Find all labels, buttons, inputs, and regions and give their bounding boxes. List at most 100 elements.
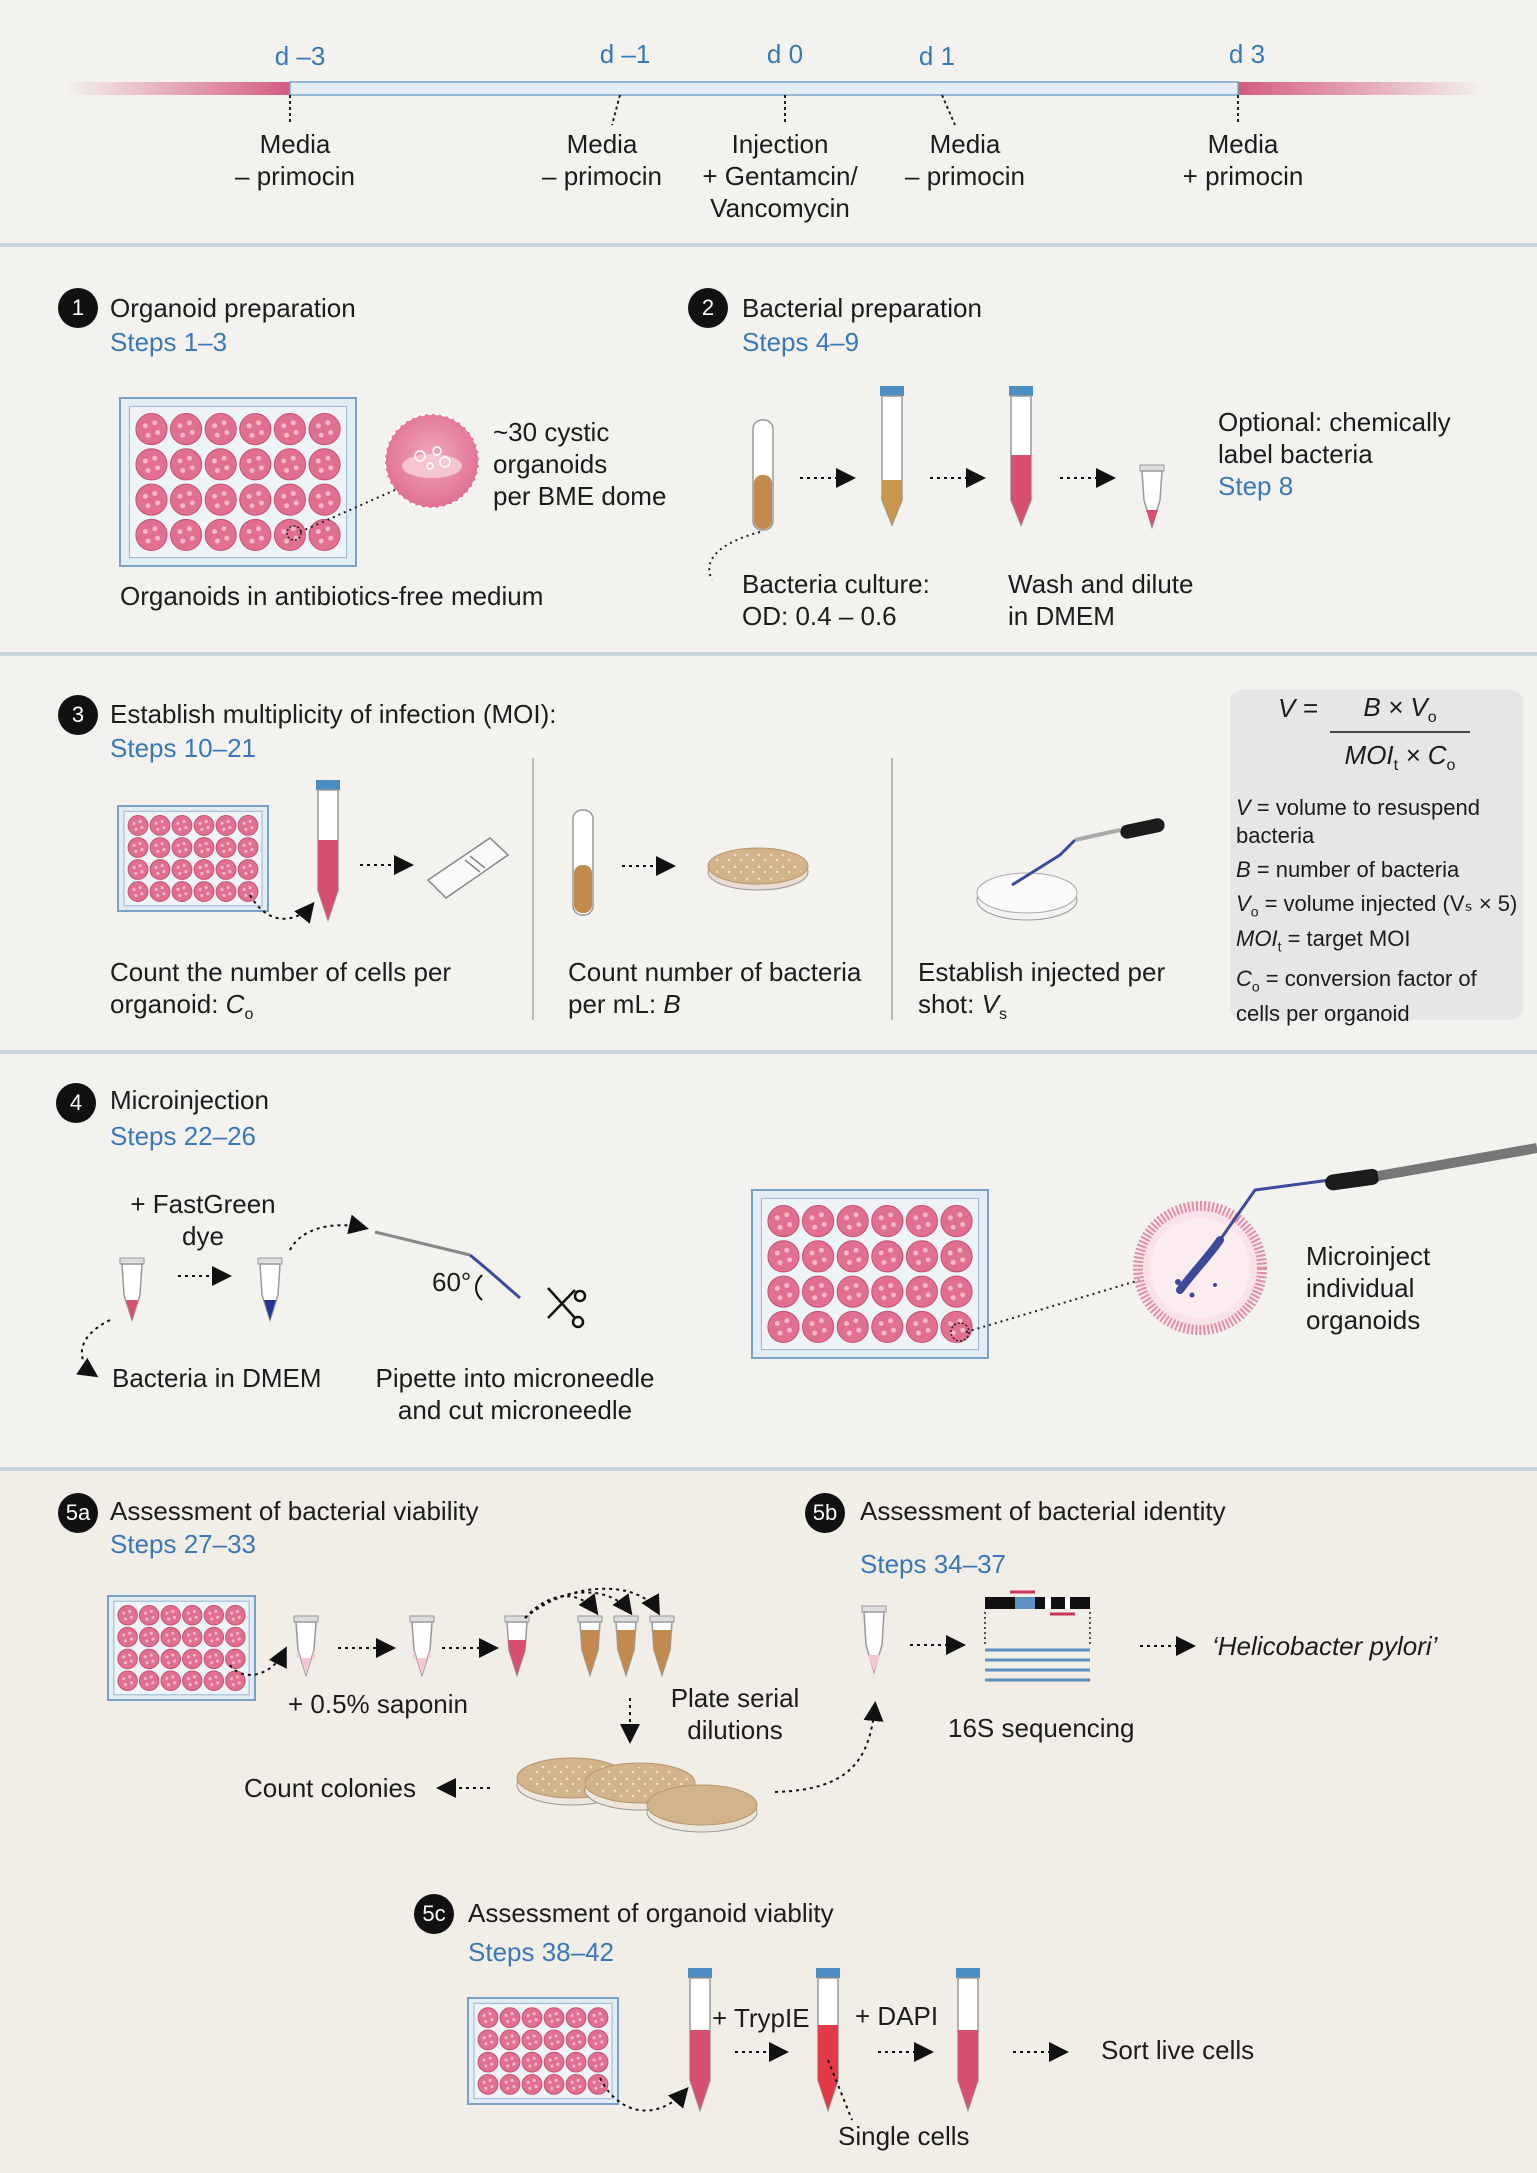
day-label: d 0: [766, 39, 804, 69]
steps-link[interactable]: Steps 22–26: [110, 1121, 257, 1151]
well: [767, 1205, 800, 1238]
saponin-label: + 0.5% saponin: [288, 1689, 468, 1719]
well: [160, 1626, 181, 1648]
well: [802, 1205, 835, 1238]
well: [477, 2007, 499, 2029]
well: [138, 1648, 160, 1670]
well: [239, 448, 272, 481]
well: [149, 815, 171, 836]
well: [499, 2073, 521, 2095]
formula-numerator: B × Vo: [1363, 692, 1437, 727]
well: [871, 1240, 904, 1273]
well: [182, 1605, 203, 1626]
formula-box: [1230, 690, 1523, 1020]
section-title: Bacterial preparation: [742, 293, 982, 323]
well: [171, 859, 193, 880]
tube-row-s5a: [293, 1615, 675, 1678]
well: [135, 413, 168, 446]
sequencing-label: 16S sequencing: [948, 1713, 1135, 1743]
well: [237, 859, 259, 880]
section-title: Assessment of bacterial viability: [110, 1496, 479, 1526]
well: [587, 2073, 609, 2095]
angle-label: 60°: [432, 1267, 472, 1297]
well: [802, 1310, 835, 1343]
well: [940, 1205, 973, 1238]
well: [225, 1605, 246, 1626]
day-label: d 3: [1228, 39, 1266, 69]
well: [193, 859, 215, 880]
well: [149, 881, 171, 902]
well: [521, 2029, 543, 2051]
sequencing-icon: [984, 1590, 1196, 1682]
tube-dye-s4: [257, 1214, 369, 1323]
timeline-event: Media+ primocin: [1182, 129, 1304, 191]
bacteria-dmem-label: Bacteria in DMEM: [112, 1363, 322, 1393]
well: [587, 2007, 609, 2029]
steps-link[interactable]: Steps 4–9: [742, 327, 860, 357]
day-label: d –3: [274, 41, 326, 71]
well: [204, 448, 237, 481]
well: [117, 1605, 138, 1626]
well: [171, 815, 193, 836]
well: [871, 1205, 904, 1238]
well: [215, 859, 237, 880]
formula-lhs: V =: [1278, 693, 1318, 723]
timeline-event: Media– primocin: [905, 129, 1025, 191]
well: [193, 815, 215, 836]
count-colonies-label: Count colonies: [244, 1773, 416, 1803]
section-title: Establish multiplicity of infection (MOI…: [110, 699, 557, 729]
well: [127, 859, 149, 880]
bacteria-count-label: Count number of bacteria per mL: B: [568, 957, 862, 1019]
step-badge: 5b: [805, 1493, 845, 1533]
injected-label: Establish injected per shot: Vs: [918, 957, 1166, 1024]
well: [836, 1310, 869, 1343]
well: [499, 2007, 521, 2029]
step-badge: 5a: [58, 1493, 98, 1533]
well: [193, 881, 215, 902]
well: [905, 1310, 938, 1343]
microneedle-icon: [374, 1230, 521, 1301]
formula-denominator: MOIt × Co: [1344, 740, 1456, 775]
well: [135, 448, 168, 481]
well: [871, 1275, 904, 1308]
well: [149, 859, 171, 880]
arrows-s5a: [229, 1587, 884, 1798]
well: [565, 2051, 587, 2073]
steps-link[interactable]: Steps 27–33: [110, 1529, 257, 1559]
steps-link[interactable]: Steps 1–3: [110, 327, 228, 357]
falcon-tube-icon-2: [1009, 386, 1033, 528]
step-badge: 5c: [414, 1894, 454, 1934]
steps-link[interactable]: Steps 38–42: [468, 1937, 615, 1967]
well: [273, 483, 306, 516]
zoom-line: [965, 1279, 1141, 1333]
well: [565, 2029, 587, 2051]
agar-plate-s3: [707, 847, 809, 891]
well: [170, 413, 203, 446]
well: [940, 1275, 973, 1308]
culture-tube-icon: [708, 419, 774, 581]
well: [203, 1648, 225, 1670]
arrows-s5c: [599, 2042, 1069, 2121]
sort-label: Sort live cells: [1101, 2035, 1255, 2065]
steps-link[interactable]: Steps 10–21: [110, 733, 257, 763]
section-title: Assessment of bacterial identity: [860, 1496, 1226, 1526]
well: [117, 1670, 138, 1691]
agar-plates-s5a: [516, 1757, 758, 1833]
well: [204, 483, 237, 516]
well: [767, 1240, 800, 1273]
step-badge: 1: [58, 288, 98, 328]
well-plate-24: [119, 397, 357, 567]
well: [565, 2007, 587, 2029]
well: [170, 483, 203, 516]
well: [225, 1648, 246, 1670]
formula-legend: V = volume to resuspend bacteria B = num…: [1236, 795, 1518, 1027]
well-plate-small-s3: [117, 805, 269, 912]
well: [543, 2007, 565, 2029]
well: [836, 1240, 869, 1273]
steps-link[interactable]: Steps 34–37: [860, 1549, 1007, 1579]
